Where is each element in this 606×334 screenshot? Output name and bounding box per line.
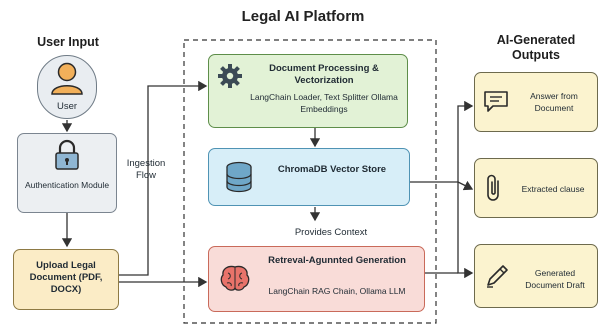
- database-icon: [226, 161, 252, 193]
- rag-subtitle: LangChain RAG Chain, Ollama LLM: [268, 286, 406, 296]
- user-input-heading: User Input: [37, 35, 99, 49]
- output-answer: Answer from Document: [474, 72, 598, 132]
- doc-processing-subtitle: LangChain Loader, Text Splitter Ollama E…: [250, 92, 398, 114]
- doc-processing-title: Document Processing & Vectorization: [269, 63, 379, 86]
- gear-icon: [218, 64, 242, 88]
- user-icon: [51, 62, 83, 95]
- output-clause: Extracted clause: [474, 158, 598, 218]
- page-title: Legal AI Platform: [241, 8, 365, 25]
- outputs-heading: AI-Generated Outputs: [496, 33, 576, 62]
- output-answer-label: Answer from Document: [530, 91, 578, 113]
- rag-node: Retreval-Agunnted Generation LangChain R…: [208, 246, 425, 312]
- arrow-chroma-clause: [457, 180, 474, 191]
- rag-title: Retreval-Agunnted Generation: [268, 255, 406, 266]
- output-draft: Generated Document Draft: [474, 244, 598, 308]
- upload-document-button[interactable]: Upload Legal Document (PDF, DOCX): [13, 249, 119, 310]
- pen-icon: [487, 265, 508, 288]
- output-clause-label: Extracted clause: [521, 184, 585, 194]
- chromadb-title: ChromaDB Vector Store: [277, 164, 387, 175]
- output-draft-label: Generated Document Draft: [525, 268, 585, 290]
- chat-bubble-icon: [484, 91, 508, 112]
- upload-label: Upload Legal Document (PDF, DOCX): [29, 260, 103, 295]
- ingestion-flow-label: Ingestion Flow: [126, 158, 166, 181]
- user-node: User: [37, 55, 97, 119]
- lock-icon: [55, 139, 79, 170]
- auth-module: Authentication Module: [17, 133, 117, 213]
- arrow-upload-docproc: [118, 80, 208, 276]
- clip-icon: [487, 174, 499, 201]
- chromadb-node: ChromaDB Vector Store: [208, 148, 410, 206]
- user-label: User: [56, 101, 78, 112]
- pipeline-frame: [183, 39, 437, 324]
- brain-icon: [220, 265, 250, 291]
- auth-label: Authentication Module: [24, 180, 110, 190]
- doc-processing-node: Document Processing & Vectorization Lang…: [208, 54, 408, 128]
- arrow-chroma-answer: [410, 100, 474, 183]
- provides-context-label: Provides Context: [294, 227, 368, 238]
- arrow-chroma-draft: [457, 182, 474, 279]
